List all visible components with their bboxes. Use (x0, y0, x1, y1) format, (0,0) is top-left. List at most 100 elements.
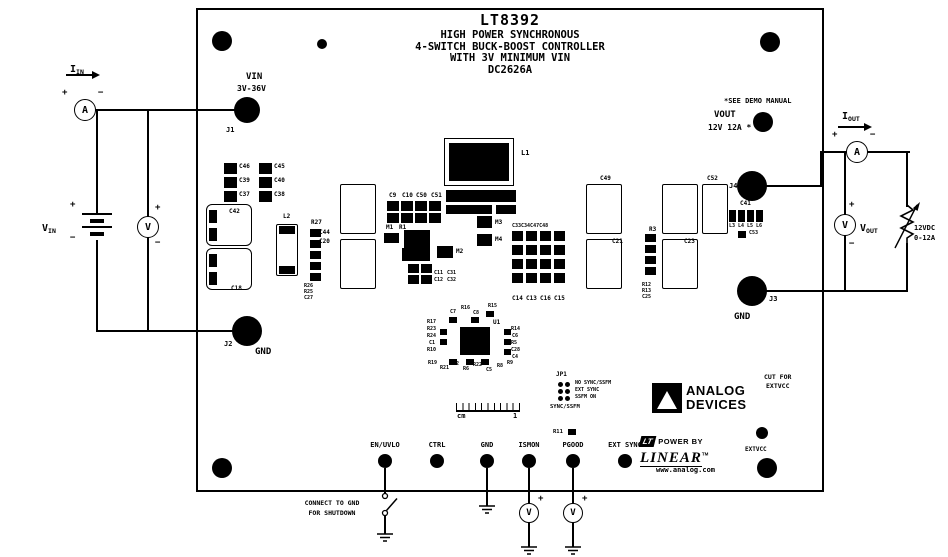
wire-segment (528, 523, 530, 547)
component-pad (496, 205, 516, 214)
shutdown-note-line2: FOR SHUTDOWN (308, 509, 356, 517)
component-pad (404, 230, 430, 252)
load-rating-line2: 0-12A (914, 234, 936, 242)
power-by-linear-logo: LT POWER BY LINEARTM (638, 436, 708, 467)
wire-segment (528, 468, 530, 503)
silk-c18: C18 (231, 285, 242, 292)
website-url: www.analog.com (656, 466, 716, 474)
terminal-gnd (480, 454, 494, 468)
component-pad (421, 264, 432, 273)
title-line: 4-SWITCH BUCK-BOOST CONTROLLER (415, 40, 605, 53)
silk-r8: R8 (497, 363, 504, 369)
silk-c1: C1 (429, 340, 436, 346)
component-pad (554, 231, 565, 241)
wire-segment (766, 290, 908, 292)
component-outline (702, 184, 728, 234)
silk-c46: C46 (239, 163, 250, 170)
silk-u1: U1 (493, 319, 501, 326)
mounting-hole (212, 458, 232, 478)
silk-m2: M2 (456, 248, 464, 255)
component-pad (402, 248, 430, 261)
silk-l5: L5 (747, 223, 754, 229)
silk-c38: C38 (274, 191, 285, 198)
terminal-ctrl (430, 454, 444, 468)
gnd-left-label: GND (255, 347, 272, 357)
component-pad (384, 233, 399, 243)
component-pad (504, 349, 511, 355)
component-pad (310, 251, 321, 259)
demo-number: DC2626A (487, 63, 533, 76)
wire-segment (906, 151, 908, 207)
ismon-voltmeter: V (519, 503, 539, 523)
component-pad (224, 191, 237, 202)
plus-sign: + (62, 88, 68, 98)
wire-segment (384, 515, 386, 534)
silk-c4: C4 (512, 354, 519, 360)
component-pad (401, 213, 413, 223)
silk-r16: R16 (461, 305, 471, 311)
component-pad (729, 210, 736, 222)
silk-c32: C32 (447, 277, 457, 283)
silk-c49: C49 (600, 175, 611, 182)
jp1-pin (564, 388, 570, 394)
iin-label: IIN (70, 64, 84, 76)
silk-c11: C11 (434, 270, 444, 276)
component-pad (224, 177, 237, 188)
ground-symbol (377, 533, 393, 542)
iout-label: IOUT (842, 111, 860, 123)
lt-flag-icon: LT (638, 436, 657, 447)
mounting-hole (757, 458, 777, 478)
component-outline (276, 224, 298, 276)
wire-segment (766, 185, 822, 187)
see-demo-manual-note: *SEE DEMO MANUAL (724, 97, 792, 105)
silk-c33c34c47c48: C33C34C47C48 (512, 223, 549, 229)
silk-c53: C53 (749, 230, 759, 236)
title-line: WITH 3V MINIMUM VIN (449, 52, 571, 64)
component-pad (449, 317, 457, 323)
wire-segment (486, 468, 488, 506)
adi-triangle-icon (652, 383, 682, 413)
load-resistor-zigzag (899, 204, 915, 243)
silk-r24: R24 (427, 333, 437, 339)
terminal-label-gnd: GND (480, 441, 494, 449)
silk-r25: R25 (304, 289, 314, 295)
silk-r1: R1 (399, 224, 407, 231)
plus-sign: + (70, 200, 76, 210)
component-pad (645, 245, 656, 253)
component-pad (526, 273, 537, 283)
component-pad (415, 213, 427, 223)
ruler-unit: cm (457, 412, 466, 420)
silk-c31: C31 (447, 270, 457, 276)
component-pad (440, 339, 447, 345)
wire-segment (90, 232, 104, 236)
silk-c7: C7 (450, 309, 457, 315)
wire-segment (820, 151, 822, 187)
jp1-ref: JP1 (556, 371, 567, 378)
silk-c42: C42 (229, 208, 240, 215)
silk-l2: L2 (283, 213, 291, 220)
silk-c39: C39 (239, 177, 250, 184)
load-rating-line1: 12VDC (914, 224, 936, 232)
terminal-label-ext-sync: EXT SYNC (608, 441, 642, 449)
linear-wordmark: LINEAR (640, 450, 702, 467)
component-pad (446, 190, 516, 202)
component-pad (471, 317, 479, 323)
terminal-ismon (522, 454, 536, 468)
component-pad (387, 213, 399, 223)
silk-r5: R5 (511, 340, 518, 346)
component-pad (310, 240, 321, 248)
component-pad (279, 266, 295, 274)
j1-ref: J1 (226, 126, 235, 134)
component-pad (504, 329, 511, 335)
minus-sign: − (98, 88, 104, 98)
component-pad (512, 245, 523, 255)
component-pad (421, 275, 432, 284)
silk-r17: R17 (427, 319, 437, 325)
cut-for-extvcc-line1: CUT FOR (764, 373, 792, 381)
silk-r26: R26 (304, 283, 314, 289)
component-outline (586, 184, 622, 234)
component-outline (340, 184, 376, 234)
component-pad (466, 359, 474, 365)
vin-source-label: VIN (42, 223, 56, 235)
